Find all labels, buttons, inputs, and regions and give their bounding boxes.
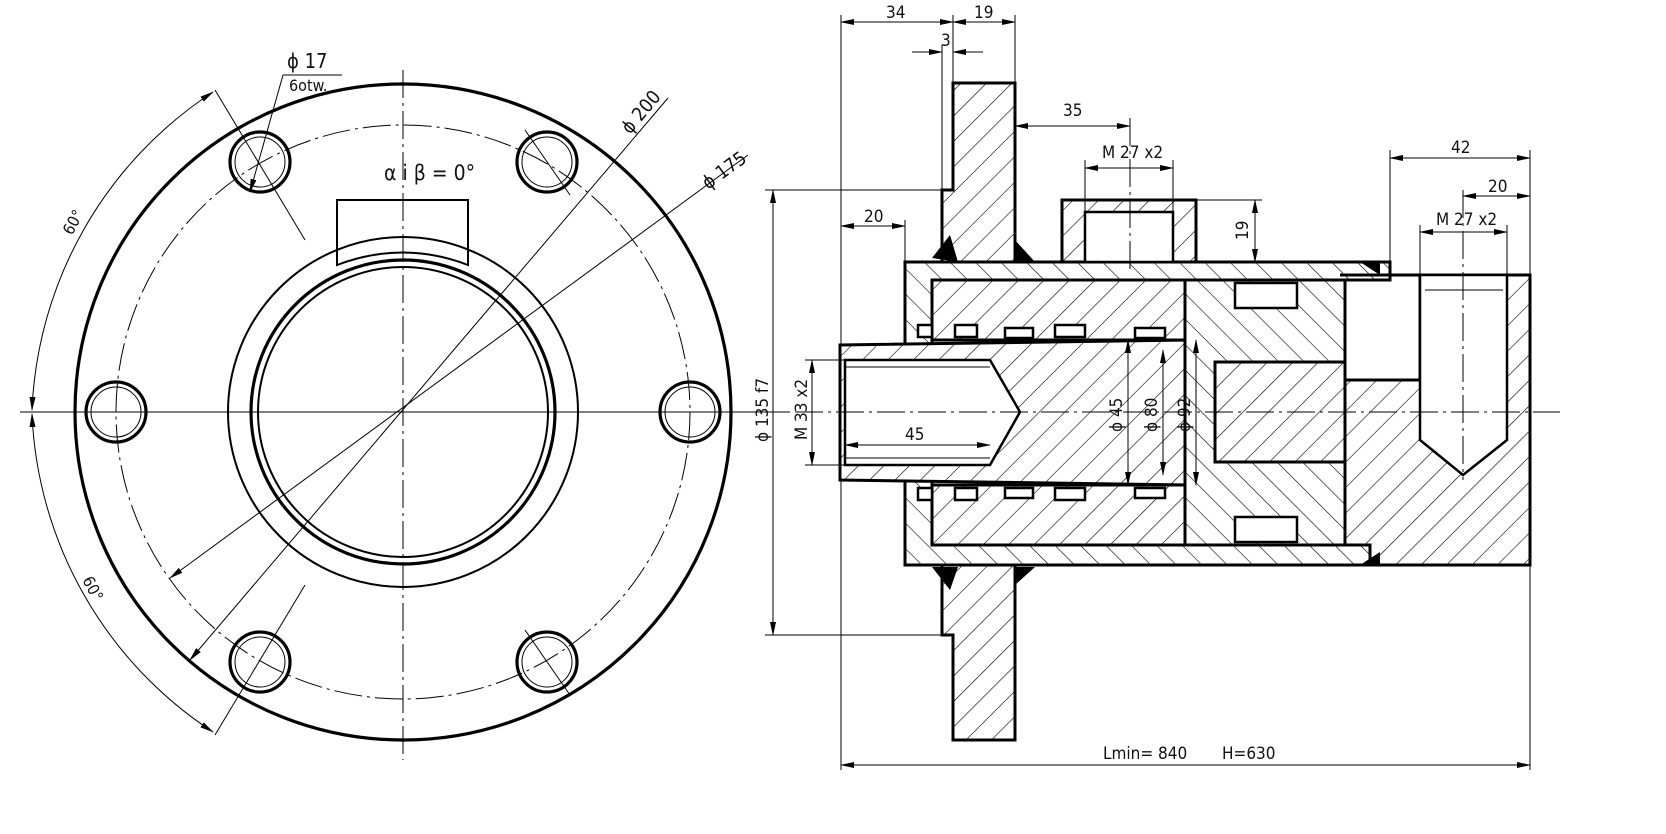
hole-axis-line — [524, 129, 571, 196]
dim-19-top: 19 — [974, 3, 993, 23]
bolt-hole — [515, 130, 579, 194]
dim-3: 3 — [941, 31, 951, 51]
outer-diameter-label: ϕ 200 — [617, 86, 666, 138]
weld — [1015, 567, 1035, 585]
bolt-holes — [84, 130, 722, 694]
hole-axis-line — [524, 629, 571, 696]
flange-fit-label: ϕ 135 f7 — [753, 378, 773, 442]
piston-seal-bottom — [1233, 515, 1299, 544]
rod-diameter-label: ϕ 45 — [1107, 398, 1127, 432]
dim-42: 42 — [1451, 138, 1470, 158]
bore-outer-circle — [249, 258, 557, 566]
bolt-hole — [228, 630, 292, 694]
rod-thread-label: M 33 x2 — [792, 379, 812, 440]
dim-34: 34 — [886, 3, 905, 23]
port-thread-left: M 27 x2 — [1102, 143, 1163, 163]
angle-arc-top — [29, 91, 214, 411]
port-thread-right: M 27 x2 — [1436, 210, 1497, 230]
port-bore-left — [1083, 210, 1175, 264]
dim-19-port: 19 — [1233, 221, 1253, 240]
dim-line-outer-diameter — [189, 97, 669, 661]
section-view: 34 19 3 35 M 27 x2 19 20 ϕ 135 f7 M 33 x… — [753, 3, 1560, 770]
piston-diameter-label: ϕ 80 — [1142, 398, 1162, 432]
piston — [1183, 278, 1347, 547]
stroke-label: H=630 — [1222, 744, 1276, 764]
weld — [932, 235, 958, 262]
bolt-circle-diameter-label: ϕ 175 — [698, 147, 751, 194]
angle-label-bottom: 60° — [78, 573, 107, 604]
bolt-hole — [228, 130, 292, 194]
flange-bottom-section — [940, 563, 1017, 742]
bore-inner-circle — [257, 266, 549, 558]
angle-note: α i β = 0° — [384, 161, 475, 185]
hole-count-label: 6otw. — [289, 76, 327, 95]
port-boss — [336, 199, 469, 267]
dim-20-right: 20 — [1488, 177, 1507, 197]
bolt-hole — [515, 630, 579, 694]
dim-line-bolt-circle — [169, 154, 749, 579]
angle-arc-bottom — [29, 413, 214, 733]
hole-diameter-label: ϕ 17 — [287, 49, 327, 73]
flange-outer-circle — [73, 82, 733, 742]
weld — [932, 567, 958, 590]
dimension-lines — [765, 15, 1531, 770]
length-min-label: Lmin= 840 — [1103, 744, 1187, 764]
weld — [1015, 240, 1035, 262]
hole-axis-line — [214, 89, 306, 241]
dim-35: 35 — [1063, 101, 1082, 121]
angle-label-top: 60° — [59, 206, 88, 237]
boss-circle — [227, 236, 579, 588]
piston-seal-top — [1233, 281, 1299, 310]
front-view: ϕ 17 6otw. α i β = 0° ϕ 200 ϕ 175 60° 60… — [20, 49, 790, 760]
flange-top-section — [940, 81, 1017, 267]
hole-axis-line — [214, 584, 306, 736]
thread-depth-label: 45 — [905, 425, 924, 445]
rod-seals — [916, 323, 1167, 502]
hole-leader — [249, 74, 284, 193]
bore-diameter-label: ϕ 92 — [1175, 398, 1195, 432]
bolt-circle — [115, 124, 691, 700]
dim-20-left: 20 — [864, 207, 883, 227]
bolt-hole — [658, 380, 722, 444]
